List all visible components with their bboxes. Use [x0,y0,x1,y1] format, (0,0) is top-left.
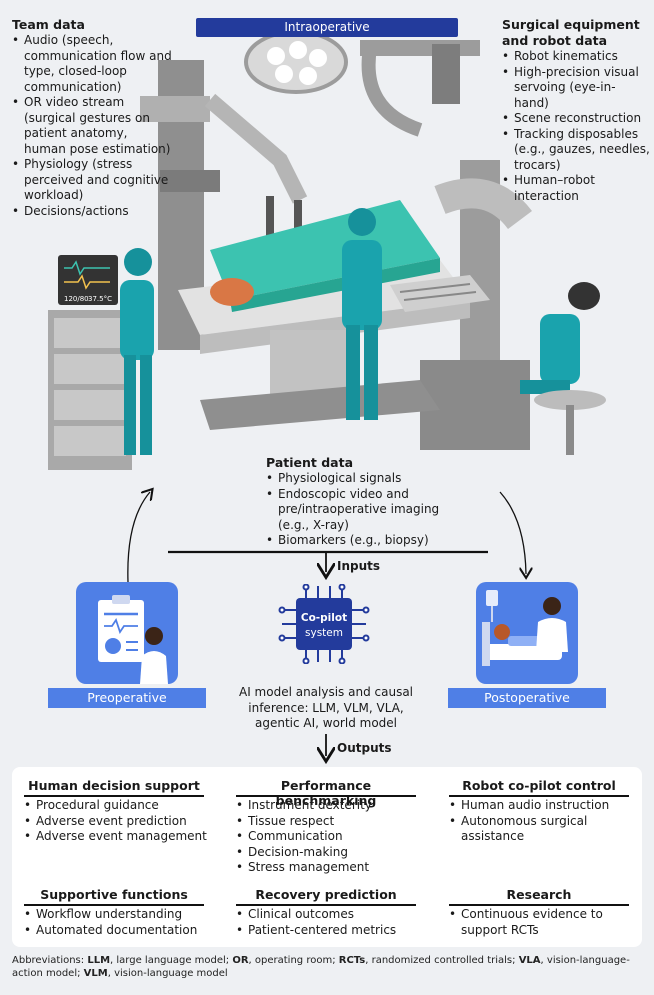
list-item: Decisions/actions [12,204,172,220]
equipment-data-list: Robot kinematics High-precision visual s… [502,49,650,204]
list-item: Physiology (stress perceived and cogniti… [12,157,172,204]
abbreviations-footnote: Abbreviations: LLM, large language model… [12,954,642,980]
list-item: Physiological signals [266,471,446,487]
staff-console [520,282,606,455]
patient-data-block: Patient data Physiological signals Endos… [266,455,446,549]
monitor-temp: 37.5°C [88,295,112,303]
robot-control-heading: Robot co-pilot control [462,778,616,793]
team-data-list: Audio (speech, communication flow and ty… [12,33,172,219]
divider [236,795,416,797]
intraoperative-label: Intraoperative [196,18,458,37]
divider [236,904,416,906]
operating-table [178,200,470,430]
list-item: Audio (speech, communication flow and ty… [12,33,172,95]
abbr-term: LLM [87,955,111,966]
team-data-heading: Team data [12,17,85,32]
equipment-data-block: Surgical equipment and robot data Robot … [502,17,650,204]
staff-left [120,248,154,455]
patient-data-list: Physiological signals Endoscopic video a… [266,471,446,549]
abbr-def: , large language model; [110,955,233,966]
monitor-bp: 120/80 [64,295,89,303]
list-item: Adverse event management [24,829,214,845]
list-item: Patient-centered metrics [236,923,426,939]
divider [449,795,629,797]
abbr-def: , vision-language-action model; [12,955,630,979]
list-item: Continuous evidence to support RCTs [449,907,619,938]
preoperative-label: Preoperative [48,688,206,708]
abbr-def: , operating room; [248,955,339,966]
team-data-block: Team data Audio (speech, communication f… [12,17,172,219]
patient-bed-icon [482,590,568,666]
postoperative-panel [476,582,578,684]
human-decision-list: Procedural guidance Adverse event predic… [24,798,214,845]
arrow-preop-to-intraop [127,492,150,583]
supportive-list: Workflow understanding Automated documen… [24,907,214,938]
list-item: Clinical outcomes [236,907,426,923]
list-item: Autonomous surgical assistance [449,814,629,845]
list-item: Adverse event prediction [24,814,214,830]
list-item: Communication [236,829,426,845]
abbr-term: OR [232,955,249,966]
research-list: Continuous evidence to support RCTs [449,907,619,938]
list-item: Biomarkers (e.g., biopsy) [266,533,446,549]
recovery-heading: Recovery prediction [255,887,397,902]
list-item: Human–robot interaction [502,173,650,204]
list-item: Stress management [236,860,426,876]
list-item: Automated documentation [24,923,214,939]
list-item: Tracking disposables (e.g., gauzes, need… [502,127,650,174]
list-item: Endoscopic video and pre/intraoperative … [266,487,446,534]
list-item: Robot kinematics [502,49,650,65]
abbr-def: , vision-language model [107,968,228,979]
research-heading: Research [506,887,572,902]
co-pilot-chip-icon: Co-pilot system [278,584,370,664]
performance-list: Instrument dexterity Tissue respect Comm… [236,798,426,876]
abbr-def: , randomized controlled trials; [365,955,519,966]
divider [24,904,204,906]
flow-arrows [127,470,654,770]
list-item: OR video stream (surgical gestures on pa… [12,95,172,157]
arrow-intraop-to-postop [499,491,526,574]
abbreviations-lead: Abbreviations: [12,955,88,966]
staff-center [342,208,382,420]
outputs-label: Outputs [337,741,392,755]
patient-data-heading: Patient data [266,455,354,470]
abbr-term: RCTs [338,955,366,966]
robot-control-list: Human audio instruction Autonomous surgi… [449,798,629,845]
chip-label-line-1: Co-pilot [301,612,347,624]
list-item: Workflow understanding [24,907,214,923]
patient-monitor: 120/80 37.5°C [48,255,132,470]
surgical-lamp [244,30,480,137]
outputs-card: Human decision support Procedural guidan… [12,767,642,947]
abbr-term: VLA [518,955,541,966]
inputs-label: Inputs [337,559,381,573]
chip-label-line-2: system [305,627,343,639]
preoperative-panel [76,582,178,684]
supportive-heading: Supportive functions [40,887,188,902]
ai-description: AI model analysis and causal inference: … [238,685,414,730]
equipment-data-heading: Surgical equipment and robot data [502,17,640,48]
list-item: Procedural guidance [24,798,214,814]
human-decision-heading: Human decision support [28,778,200,793]
list-item: Decision-making [236,845,426,861]
list-item: Scene reconstruction [502,111,650,127]
postoperative-label: Postoperative [448,688,606,708]
divider [24,795,204,797]
clipboard-doctor-icon [98,595,168,684]
list-item: High-precision visual servoing (eye-in-h… [502,65,650,112]
recovery-list: Clinical outcomes Patient-centered metri… [236,907,426,938]
instrument-tray [390,275,490,312]
list-item: Human audio instruction [449,798,629,814]
list-item: Instrument dexterity [236,798,426,814]
list-item: Tissue respect [236,814,426,830]
abbr-term: VLM [83,968,108,979]
divider [449,904,629,906]
